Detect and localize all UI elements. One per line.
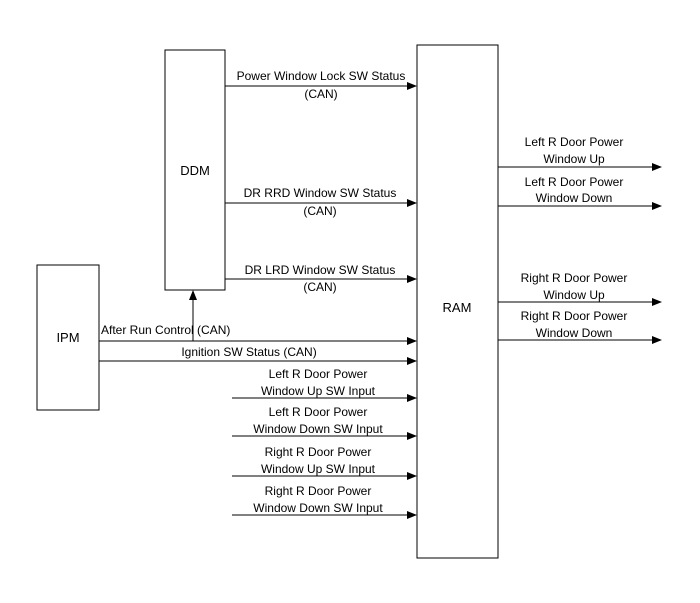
- signal-right-door-up-output: Right R Door Power Window Up: [498, 271, 662, 306]
- ipm-label: IPM: [56, 330, 79, 345]
- signal-label: Ignition SW Status (CAN): [181, 345, 316, 359]
- arrow-head: [652, 298, 662, 306]
- arrow-head: [407, 199, 417, 207]
- signal-label-line1: Right R Door Power: [265, 445, 372, 459]
- signal-left-door-up-output: Left R Door Power Window Up: [498, 135, 662, 171]
- signal-label-line2: Window Down: [536, 326, 613, 340]
- arrow-head: [652, 336, 662, 344]
- arrow-head: [189, 290, 197, 300]
- signal-label-line2: Window Up SW Input: [261, 462, 376, 476]
- signal-right-door-up-input: Right R Door Power Window Up SW Input: [232, 445, 417, 480]
- ddm-block: DDM: [164, 49, 226, 291]
- signal-label-line1: Right R Door Power: [265, 484, 372, 498]
- ddm-label: DDM: [180, 163, 210, 178]
- ipm-box: [36, 264, 100, 411]
- signal-left-door-down-output: Left R Door Power Window Down: [498, 175, 662, 210]
- arrow-head: [407, 337, 417, 345]
- arrow-head: [407, 472, 417, 480]
- arrow-head: [407, 394, 417, 402]
- signal-label-line2: Window Up: [543, 288, 605, 302]
- signal-left-door-down-input: Left R Door Power Window Down SW Input: [232, 405, 417, 440]
- signal-label-line2: Window Down SW Input: [253, 501, 383, 515]
- signal-label-line2: (CAN): [303, 280, 336, 294]
- signal-label-line1: DR RRD Window SW Status: [244, 186, 397, 200]
- signal-label-line1: Left R Door Power: [525, 175, 624, 189]
- signal-label-line1: DR LRD Window SW Status: [245, 263, 396, 277]
- signal-label-line1: Power Window Lock SW Status: [237, 69, 406, 83]
- signal-ignition-status: Ignition SW Status (CAN): [99, 345, 417, 365]
- signal-power-window-lock: Power Window Lock SW Status (CAN): [225, 69, 417, 101]
- signal-label-line2: (CAN): [304, 87, 337, 101]
- signal-right-door-down-input: Right R Door Power Window Down SW Input: [232, 484, 417, 519]
- signal-after-run-control: After Run Control (CAN): [99, 290, 417, 345]
- arrow-head: [652, 202, 662, 210]
- signal-label-line1: Left R Door Power: [269, 367, 368, 381]
- ddm-box: [164, 49, 226, 291]
- signal-right-door-down-output: Right R Door Power Window Down: [498, 309, 662, 344]
- signal-label-line1: Right R Door Power: [521, 309, 628, 323]
- signal-dr-rrd-window: DR RRD Window SW Status (CAN): [225, 186, 417, 218]
- signal-label: After Run Control (CAN): [101, 323, 230, 337]
- signal-label-line2: Window Down: [536, 191, 613, 205]
- ram-box: [416, 44, 499, 559]
- arrow-head: [407, 432, 417, 440]
- arrow-head: [407, 275, 417, 283]
- signal-left-door-up-input: Left R Door Power Window Up SW Input: [232, 367, 417, 402]
- ipm-block: IPM: [36, 264, 100, 411]
- arrow-head: [407, 357, 417, 365]
- ram-label: RAM: [443, 300, 472, 315]
- signal-label-line1: Left R Door Power: [525, 135, 624, 149]
- signal-label-line1: Right R Door Power: [521, 271, 628, 285]
- signal-label-line2: Window Up: [543, 152, 605, 166]
- signal-label-line2: (CAN): [303, 204, 336, 218]
- signal-dr-lrd-window: DR LRD Window SW Status (CAN): [225, 263, 417, 294]
- arrow-head: [652, 163, 662, 171]
- ram-block: RAM: [416, 44, 499, 559]
- arrow-head: [407, 511, 417, 519]
- signal-label-line2: Window Up SW Input: [261, 384, 376, 398]
- signal-label-line1: Left R Door Power: [269, 405, 368, 419]
- signal-label-line2: Window Down SW Input: [253, 422, 383, 436]
- arrow-head: [407, 82, 417, 90]
